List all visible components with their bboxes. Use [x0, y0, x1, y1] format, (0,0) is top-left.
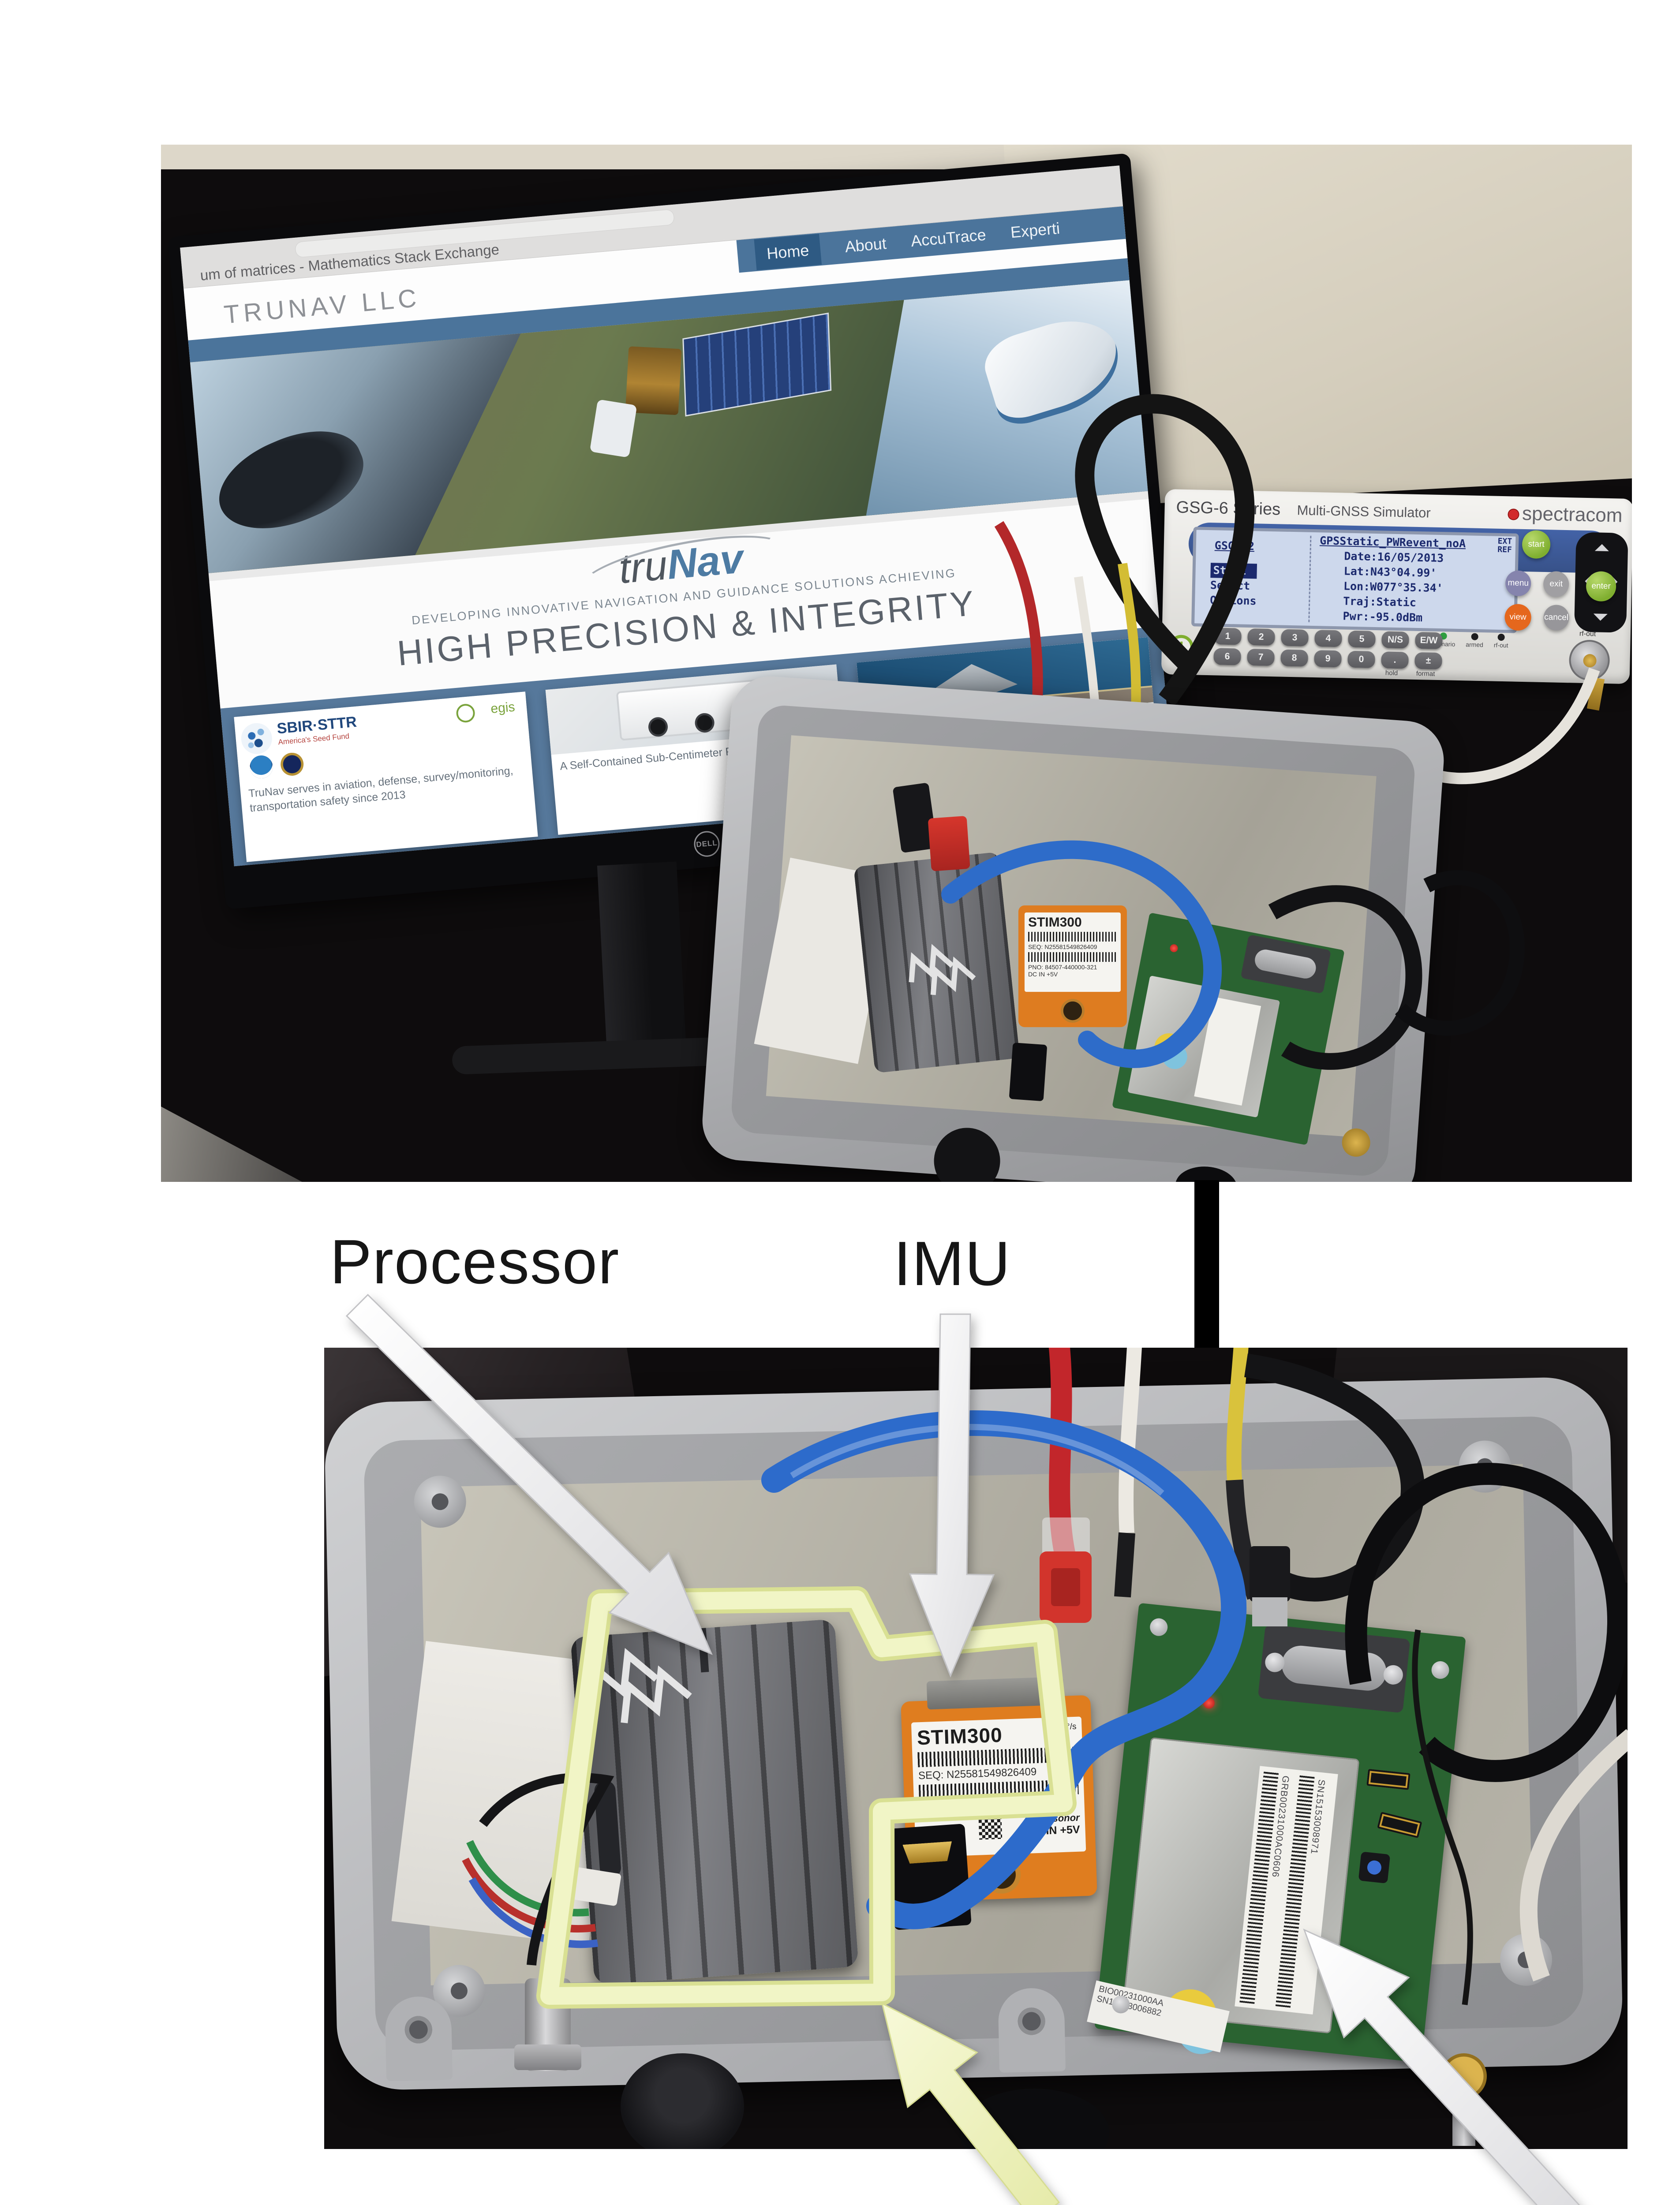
cables	[462, 1348, 1628, 2005]
cables-front	[941, 840, 1525, 1070]
iasm-outline-border	[536, 1586, 1077, 2009]
zoom-connector-line	[1194, 1180, 1219, 1349]
red-wire	[462, 1857, 596, 1933]
iasm-outline-fill	[540, 1590, 1073, 2005]
black-cable-loop	[1268, 885, 1422, 1070]
processor-label: Processor	[330, 1227, 620, 1297]
black-hookup-wire	[479, 1772, 614, 1966]
blue-cable	[941, 840, 1222, 1068]
white-wire	[1074, 576, 1100, 718]
cable-sleeve	[1042, 1517, 1090, 1558]
lab-overview-photo: um of matrices - Mathematics Stack Excha…	[161, 145, 1632, 1182]
heatshrink	[1114, 1532, 1135, 1598]
iasm-outline	[536, 1586, 1077, 2009]
black-coax-loop	[1345, 1463, 1628, 1782]
imu-label: IMU	[894, 1229, 1011, 1299]
enclosure-box-top: STIM300 SEQ: N25581549826409 PNO: 84507-…	[700, 673, 1447, 1182]
usb-plug	[1250, 1546, 1290, 1602]
round-connector	[621, 2053, 744, 2149]
red-wire	[994, 521, 1043, 718]
background-wall	[161, 145, 1087, 169]
cables-behind	[994, 394, 1600, 833]
blue-wire	[468, 1877, 599, 1948]
usb-plug-metal	[1252, 1597, 1287, 1626]
red-usb-plug-face	[1051, 1568, 1080, 1606]
yellow-wire	[1226, 1348, 1249, 1481]
processor-module-small	[853, 852, 1020, 1073]
blue-cable	[761, 1410, 1247, 1929]
black-coax-loop	[1395, 870, 1525, 1036]
yellow-wire	[1118, 563, 1141, 714]
white-power-wire	[1118, 1348, 1142, 1533]
